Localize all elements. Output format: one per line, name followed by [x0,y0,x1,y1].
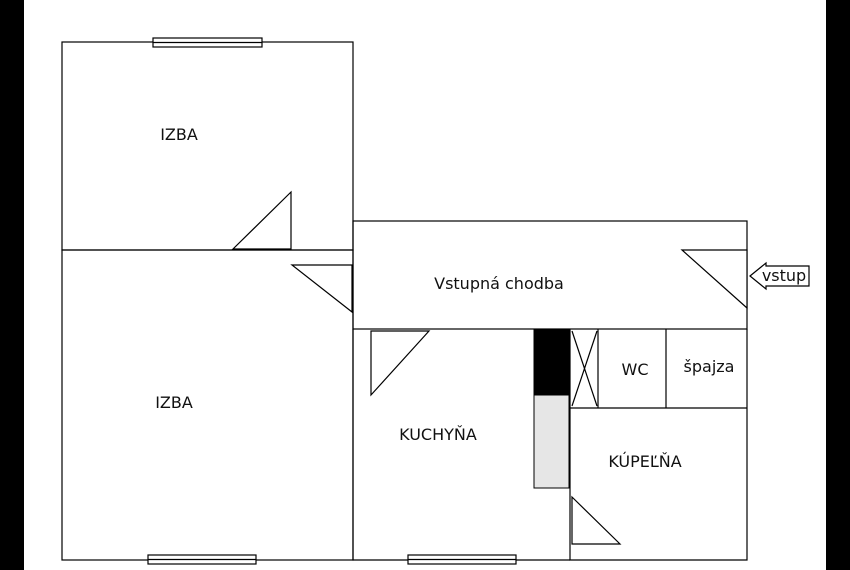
door-izba-top [231,190,292,250]
door-izba-bottom [290,264,353,314]
paper-background [24,0,826,570]
room-izba-bottom-walls [61,249,354,561]
label-vstup: vstup [762,266,806,285]
door-kuchyna [370,330,431,397]
door-kupelna [571,495,622,545]
door-entrance [680,249,748,310]
entrance-arrow-icon [749,261,810,291]
label-wc: WC [622,360,649,379]
shaft-cross-b [571,330,598,407]
label-spajza: špajza [684,357,735,376]
room-izba-top-walls [61,41,354,251]
label-kuchyna: KUCHYŇA [399,425,477,444]
kitchen-unit-dark [533,329,570,396]
kitchen-unit-light [533,394,570,489]
label-chodba: Vstupná chodba [434,274,564,293]
label-kupelna: KÚPEĽŇA [608,452,681,471]
label-izba-bottom: IZBA [155,393,193,412]
label-izba-top: IZBA [160,125,198,144]
room-kupelna-walls [569,329,748,561]
